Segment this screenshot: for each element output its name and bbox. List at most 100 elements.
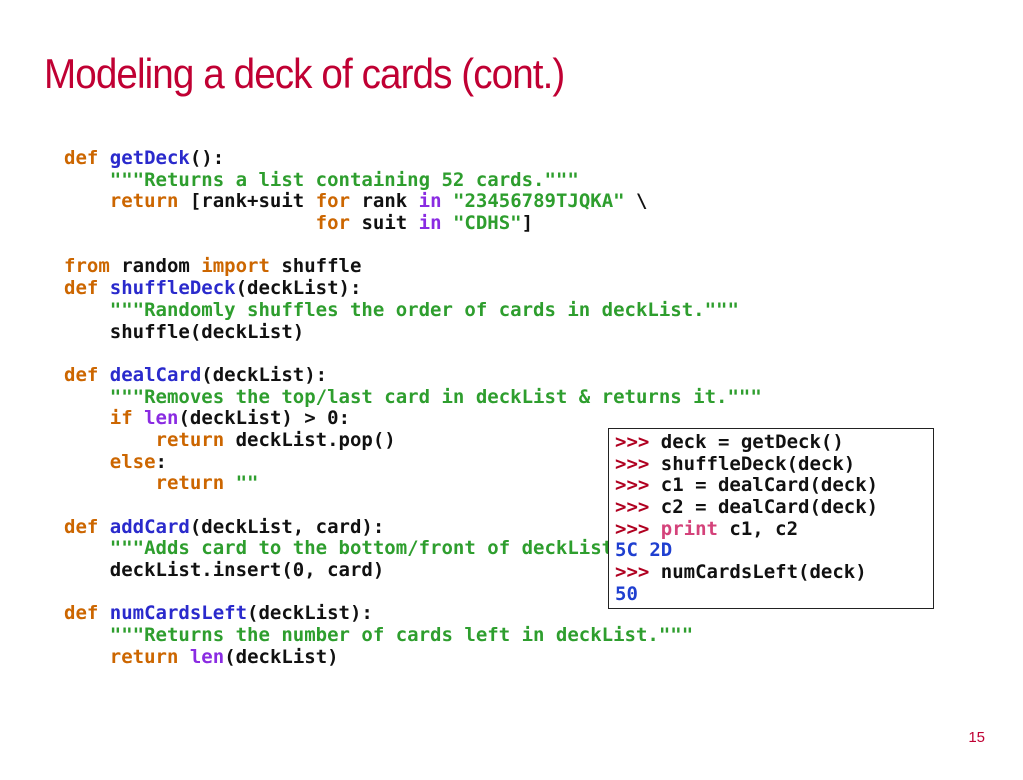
code-token: print bbox=[660, 517, 718, 540]
code-token: (deckList) > 0: bbox=[178, 407, 351, 430]
code-token bbox=[64, 212, 316, 234]
code-token: import bbox=[201, 255, 270, 278]
code-token bbox=[224, 472, 235, 494]
code-token: (deckList): bbox=[235, 277, 362, 300]
code-token: "23456789TJQKA" bbox=[453, 190, 625, 213]
code-token: if bbox=[109, 407, 133, 430]
code-token: def bbox=[64, 515, 110, 538]
code-token bbox=[442, 212, 453, 234]
code-token: def bbox=[64, 363, 110, 386]
code-token: >>> bbox=[615, 474, 661, 497]
code-line: else: bbox=[64, 451, 762, 474]
code-token: (deckList, card): bbox=[189, 515, 385, 538]
code-token: c1 = dealCard(deck) bbox=[660, 474, 879, 497]
code-token: ] bbox=[521, 212, 534, 235]
code-line: def getDeck(): bbox=[64, 147, 762, 170]
code-token: rank bbox=[350, 190, 419, 213]
code-token: in bbox=[418, 190, 442, 213]
code-line bbox=[64, 235, 762, 257]
code-line: """Removes the top/last card in deckList… bbox=[64, 385, 762, 409]
code-token: numCardsLeft bbox=[109, 602, 248, 625]
code-token: len bbox=[189, 645, 225, 668]
code-token bbox=[64, 646, 110, 668]
code-token bbox=[64, 299, 110, 321]
code-token: shuffle(deckList) bbox=[64, 320, 305, 343]
code-token: c1, c2 bbox=[717, 517, 799, 540]
code-token: numCardsLeft(deck) bbox=[660, 561, 867, 584]
code-line bbox=[64, 343, 762, 365]
code-token: deck = getDeck() bbox=[660, 431, 844, 453]
code-line: return [rank+suit for rank in "23456789T… bbox=[64, 191, 762, 213]
code-token: "CDHS" bbox=[452, 212, 522, 235]
code-block: def getDeck(): """Returns a list contain… bbox=[64, 147, 762, 669]
code-token: in bbox=[418, 212, 442, 235]
code-line: return "" bbox=[64, 472, 762, 495]
code-token bbox=[442, 190, 453, 212]
code-token: def bbox=[64, 602, 110, 625]
code-token bbox=[64, 190, 110, 212]
code-token bbox=[64, 624, 110, 646]
code-token: return bbox=[155, 472, 225, 495]
console-line: >>> c2 = dealCard(deck) bbox=[615, 496, 927, 519]
console-line: >>> numCardsLeft(deck) bbox=[615, 561, 927, 584]
code-line: shuffle(deckList) bbox=[64, 320, 762, 344]
code-token: from bbox=[64, 255, 110, 278]
code-token bbox=[64, 537, 110, 559]
code-token bbox=[64, 451, 110, 473]
code-token: getDeck bbox=[109, 147, 190, 169]
code-token: >>> bbox=[615, 496, 661, 519]
console-line: 5C 2D bbox=[615, 540, 927, 562]
code-line: return len(deckList) bbox=[64, 645, 762, 669]
code-token: shuffleDeck(deck) bbox=[660, 452, 856, 475]
code-token: >>> bbox=[615, 561, 661, 584]
code-token: (): bbox=[189, 147, 225, 169]
code-token: return bbox=[109, 645, 179, 668]
code-token: "" bbox=[235, 472, 259, 495]
code-token: random bbox=[109, 255, 202, 278]
code-token: shuffleDeck bbox=[109, 277, 236, 300]
code-line: for suit in "CDHS"] bbox=[64, 212, 762, 235]
code-line: """Returns a list containing 52 cards.""… bbox=[64, 168, 762, 192]
code-token: shuffle bbox=[269, 255, 362, 278]
code-token: addCard bbox=[109, 515, 190, 538]
console-line: >>> c1 = dealCard(deck) bbox=[615, 475, 927, 497]
code-token: c2 = dealCard(deck) bbox=[660, 496, 879, 519]
code-token: def bbox=[64, 277, 110, 300]
code-token: for bbox=[315, 190, 351, 213]
code-token: len bbox=[144, 407, 179, 430]
code-token: deckList.insert(0, card) bbox=[64, 559, 385, 582]
code-token: """Returns the number of cards left in d… bbox=[109, 624, 694, 647]
code-token bbox=[64, 472, 156, 494]
code-token: (deckList): bbox=[201, 363, 328, 386]
code-token: deckList.pop() bbox=[224, 428, 396, 451]
code-token: 5C 2D bbox=[615, 539, 673, 562]
console-line: >>> print c1, c2 bbox=[615, 517, 927, 541]
code-line: if len(deckList) > 0: bbox=[64, 407, 762, 430]
code-line: def numCardsLeft(deckList): bbox=[64, 603, 762, 625]
code-token bbox=[133, 407, 144, 429]
code-token: def bbox=[64, 147, 110, 169]
code-token: 50 bbox=[615, 582, 638, 605]
code-line: from random import shuffle bbox=[64, 256, 762, 278]
code-token: suit bbox=[350, 212, 419, 235]
code-token: [rank+suit bbox=[178, 190, 316, 213]
slide-title: Modeling a deck of cards (cont.) bbox=[44, 50, 565, 97]
code-token: """Removes the top/last card in deckList… bbox=[109, 385, 762, 408]
code-line: return deckList.pop() bbox=[64, 428, 762, 452]
code-token: \ bbox=[624, 190, 648, 213]
code-token bbox=[178, 646, 189, 668]
code-line: def addCard(deckList, card): bbox=[64, 515, 762, 539]
code-token: (deckList): bbox=[247, 602, 373, 625]
code-line: """Randomly shuffles the order of cards … bbox=[64, 298, 762, 322]
console-line: >>> deck = getDeck() bbox=[615, 431, 927, 454]
code-line: def shuffleDeck(deckList): bbox=[64, 277, 762, 300]
code-token: """Returns a list containing 52 cards.""… bbox=[109, 168, 579, 191]
code-line: """Returns the number of cards left in d… bbox=[64, 624, 762, 647]
code-token: >>> bbox=[615, 431, 661, 453]
code-token bbox=[64, 386, 110, 408]
console-line: 50 bbox=[615, 582, 927, 606]
code-token: """Randomly shuffles the order of cards … bbox=[109, 298, 739, 321]
code-token bbox=[64, 169, 110, 191]
code-token bbox=[64, 429, 156, 451]
code-token bbox=[64, 407, 110, 429]
